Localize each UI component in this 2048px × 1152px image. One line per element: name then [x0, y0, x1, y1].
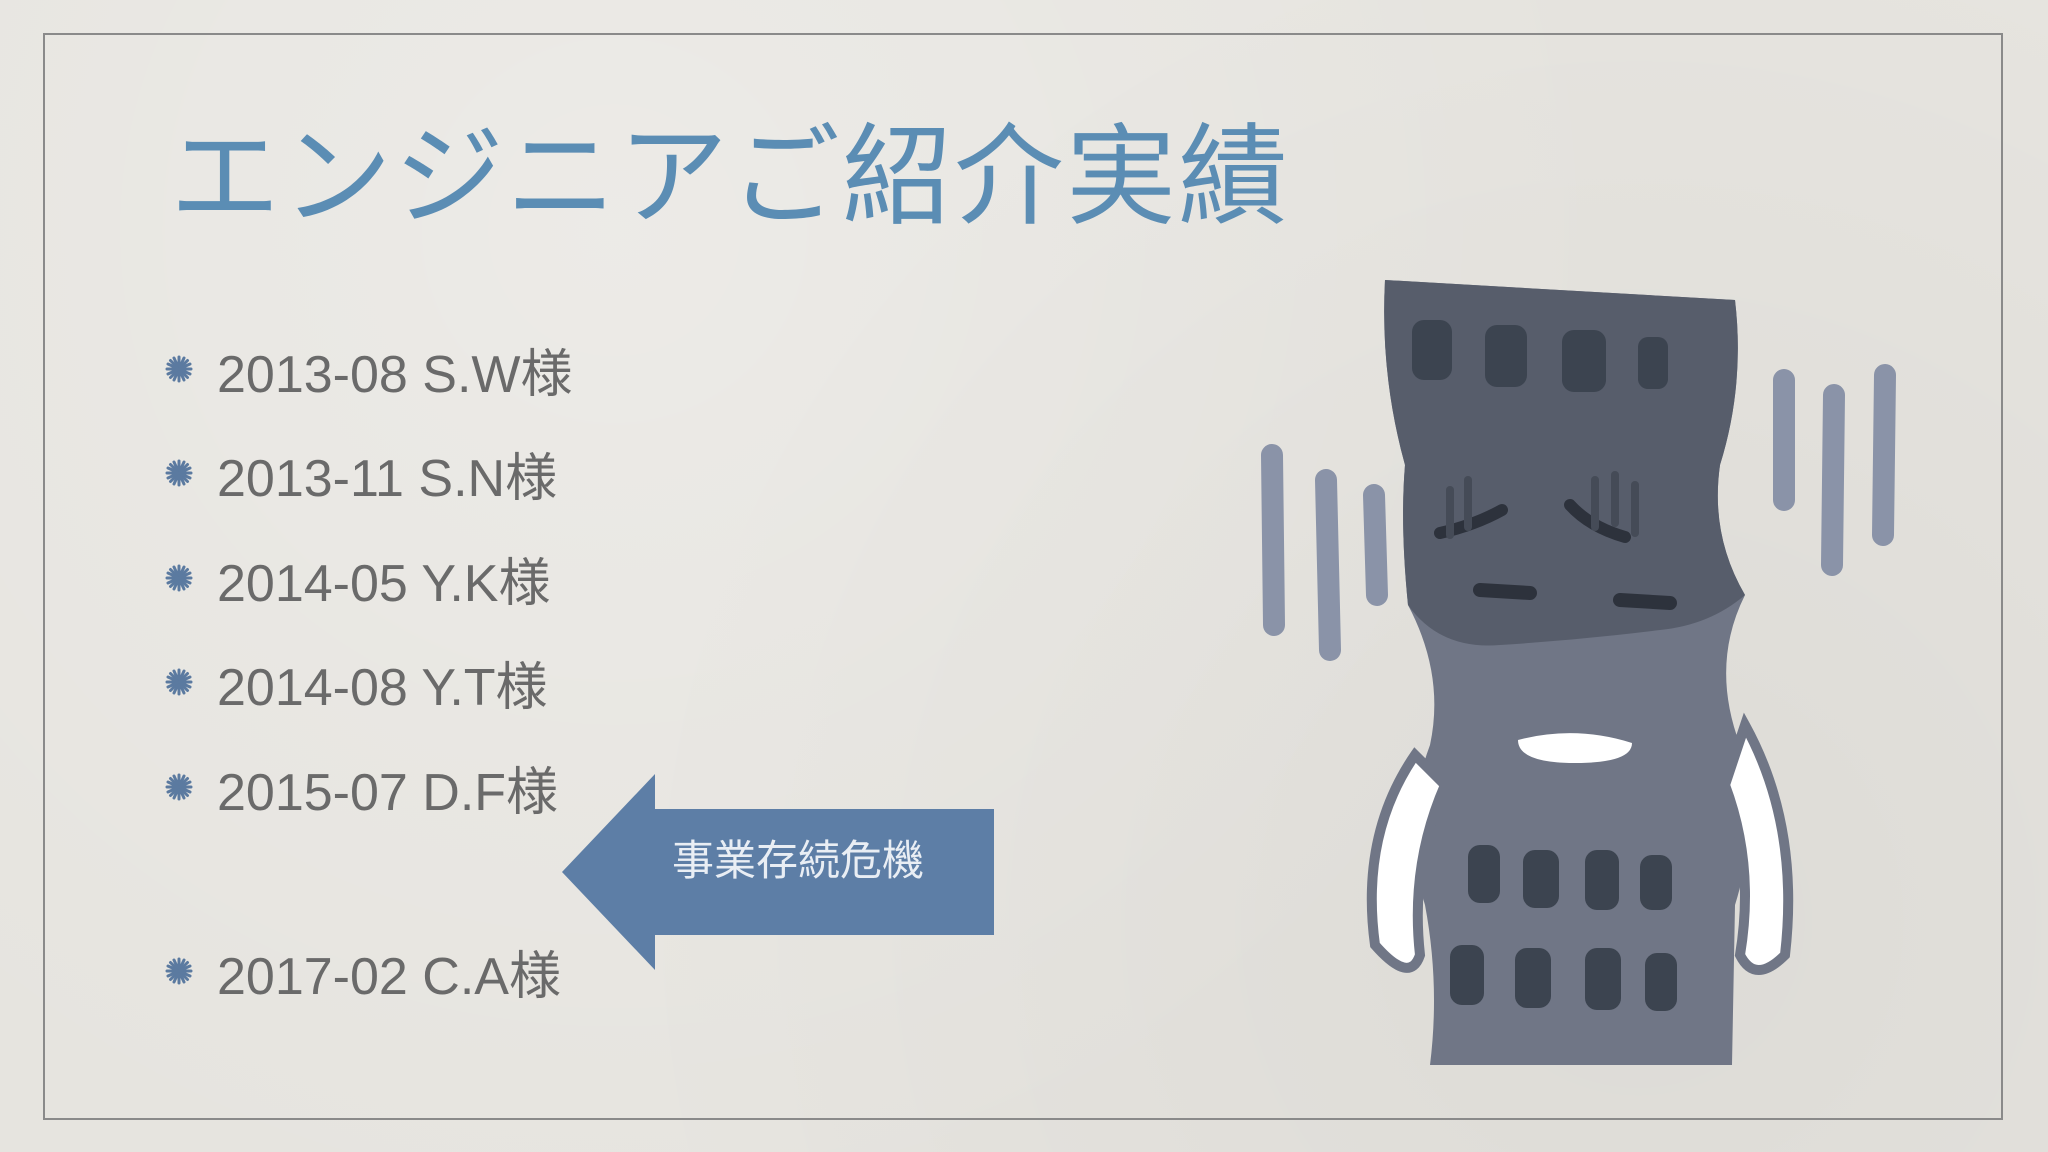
bullet-item: 2014-08 Y.T様: [165, 647, 548, 717]
bullet-text: 2014-05 Y.K様: [217, 554, 551, 613]
asterisk-burst-icon: [165, 564, 193, 592]
shaking-building-icon: [1261, 280, 1896, 1065]
bullet-text: 2017-02 C.A様: [217, 947, 561, 1006]
bullet-item: 2014-05 Y.K様: [165, 543, 550, 613]
left-arrow-callout-icon: [562, 774, 994, 970]
slide-frame: [43, 33, 2003, 1120]
callout-label: 事業存続危機: [672, 836, 925, 885]
bullet-item: 2013-11 S.N様: [165, 438, 557, 508]
asterisk-burst-icon: [165, 459, 193, 487]
bullet-text: 2013-11 S.N様: [217, 449, 558, 508]
slide-title: エンジニアご紹介実績: [170, 113, 1290, 241]
asterisk-burst-icon: [165, 668, 193, 696]
asterisk-burst-icon: [165, 355, 193, 383]
asterisk-burst-icon: [165, 957, 193, 985]
bullet-item: 2017-02 C.A様: [165, 936, 561, 1006]
bullet-text: 2014-08 Y.T様: [217, 658, 548, 717]
bullet-item: 2015-07 D.F様: [165, 752, 558, 822]
asterisk-burst-icon: [165, 773, 193, 801]
bullet-item: 2013-08 S.W様: [165, 334, 573, 404]
bullet-text: 2015-07 D.F様: [217, 763, 559, 822]
bullet-text: 2013-08 S.W様: [217, 345, 573, 404]
